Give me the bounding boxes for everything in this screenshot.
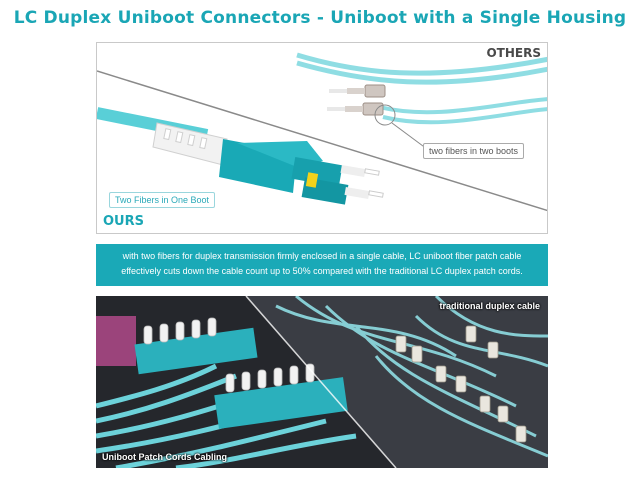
description-bar: with two fibers for duplex transmission …: [96, 244, 548, 286]
cabling-photo-illustration: [96, 296, 548, 468]
uniboot-cabling-label: Uniboot Patch Cords Cabling: [102, 452, 227, 462]
cabling-photo: traditional duplex cable Uniboot Patch C…: [96, 296, 548, 468]
description-line-2: effectively cuts down the cable count up…: [121, 266, 523, 276]
description-line-1: with two fibers for duplex transmission …: [122, 251, 522, 261]
comparison-panel: OTHERS two fibers in two boots Two Fiber…: [96, 42, 548, 234]
uniboot-boot-icon: [152, 122, 228, 166]
callout-two-boots: two fibers in two boots: [423, 143, 525, 159]
page-title: LC Duplex Uniboot Connectors - Uniboot w…: [13, 8, 627, 28]
connector-illustration: [97, 43, 547, 233]
traditional-cable-label: traditional duplex cable: [439, 301, 540, 311]
lc-uniboot-connector-icon: [219, 139, 384, 205]
others-label: OTHERS: [486, 46, 541, 60]
duplex-connector-icon: [327, 84, 386, 116]
callout-one-boot: Two Fibers in One Boot: [109, 192, 216, 208]
ours-label: OURS: [103, 214, 144, 229]
